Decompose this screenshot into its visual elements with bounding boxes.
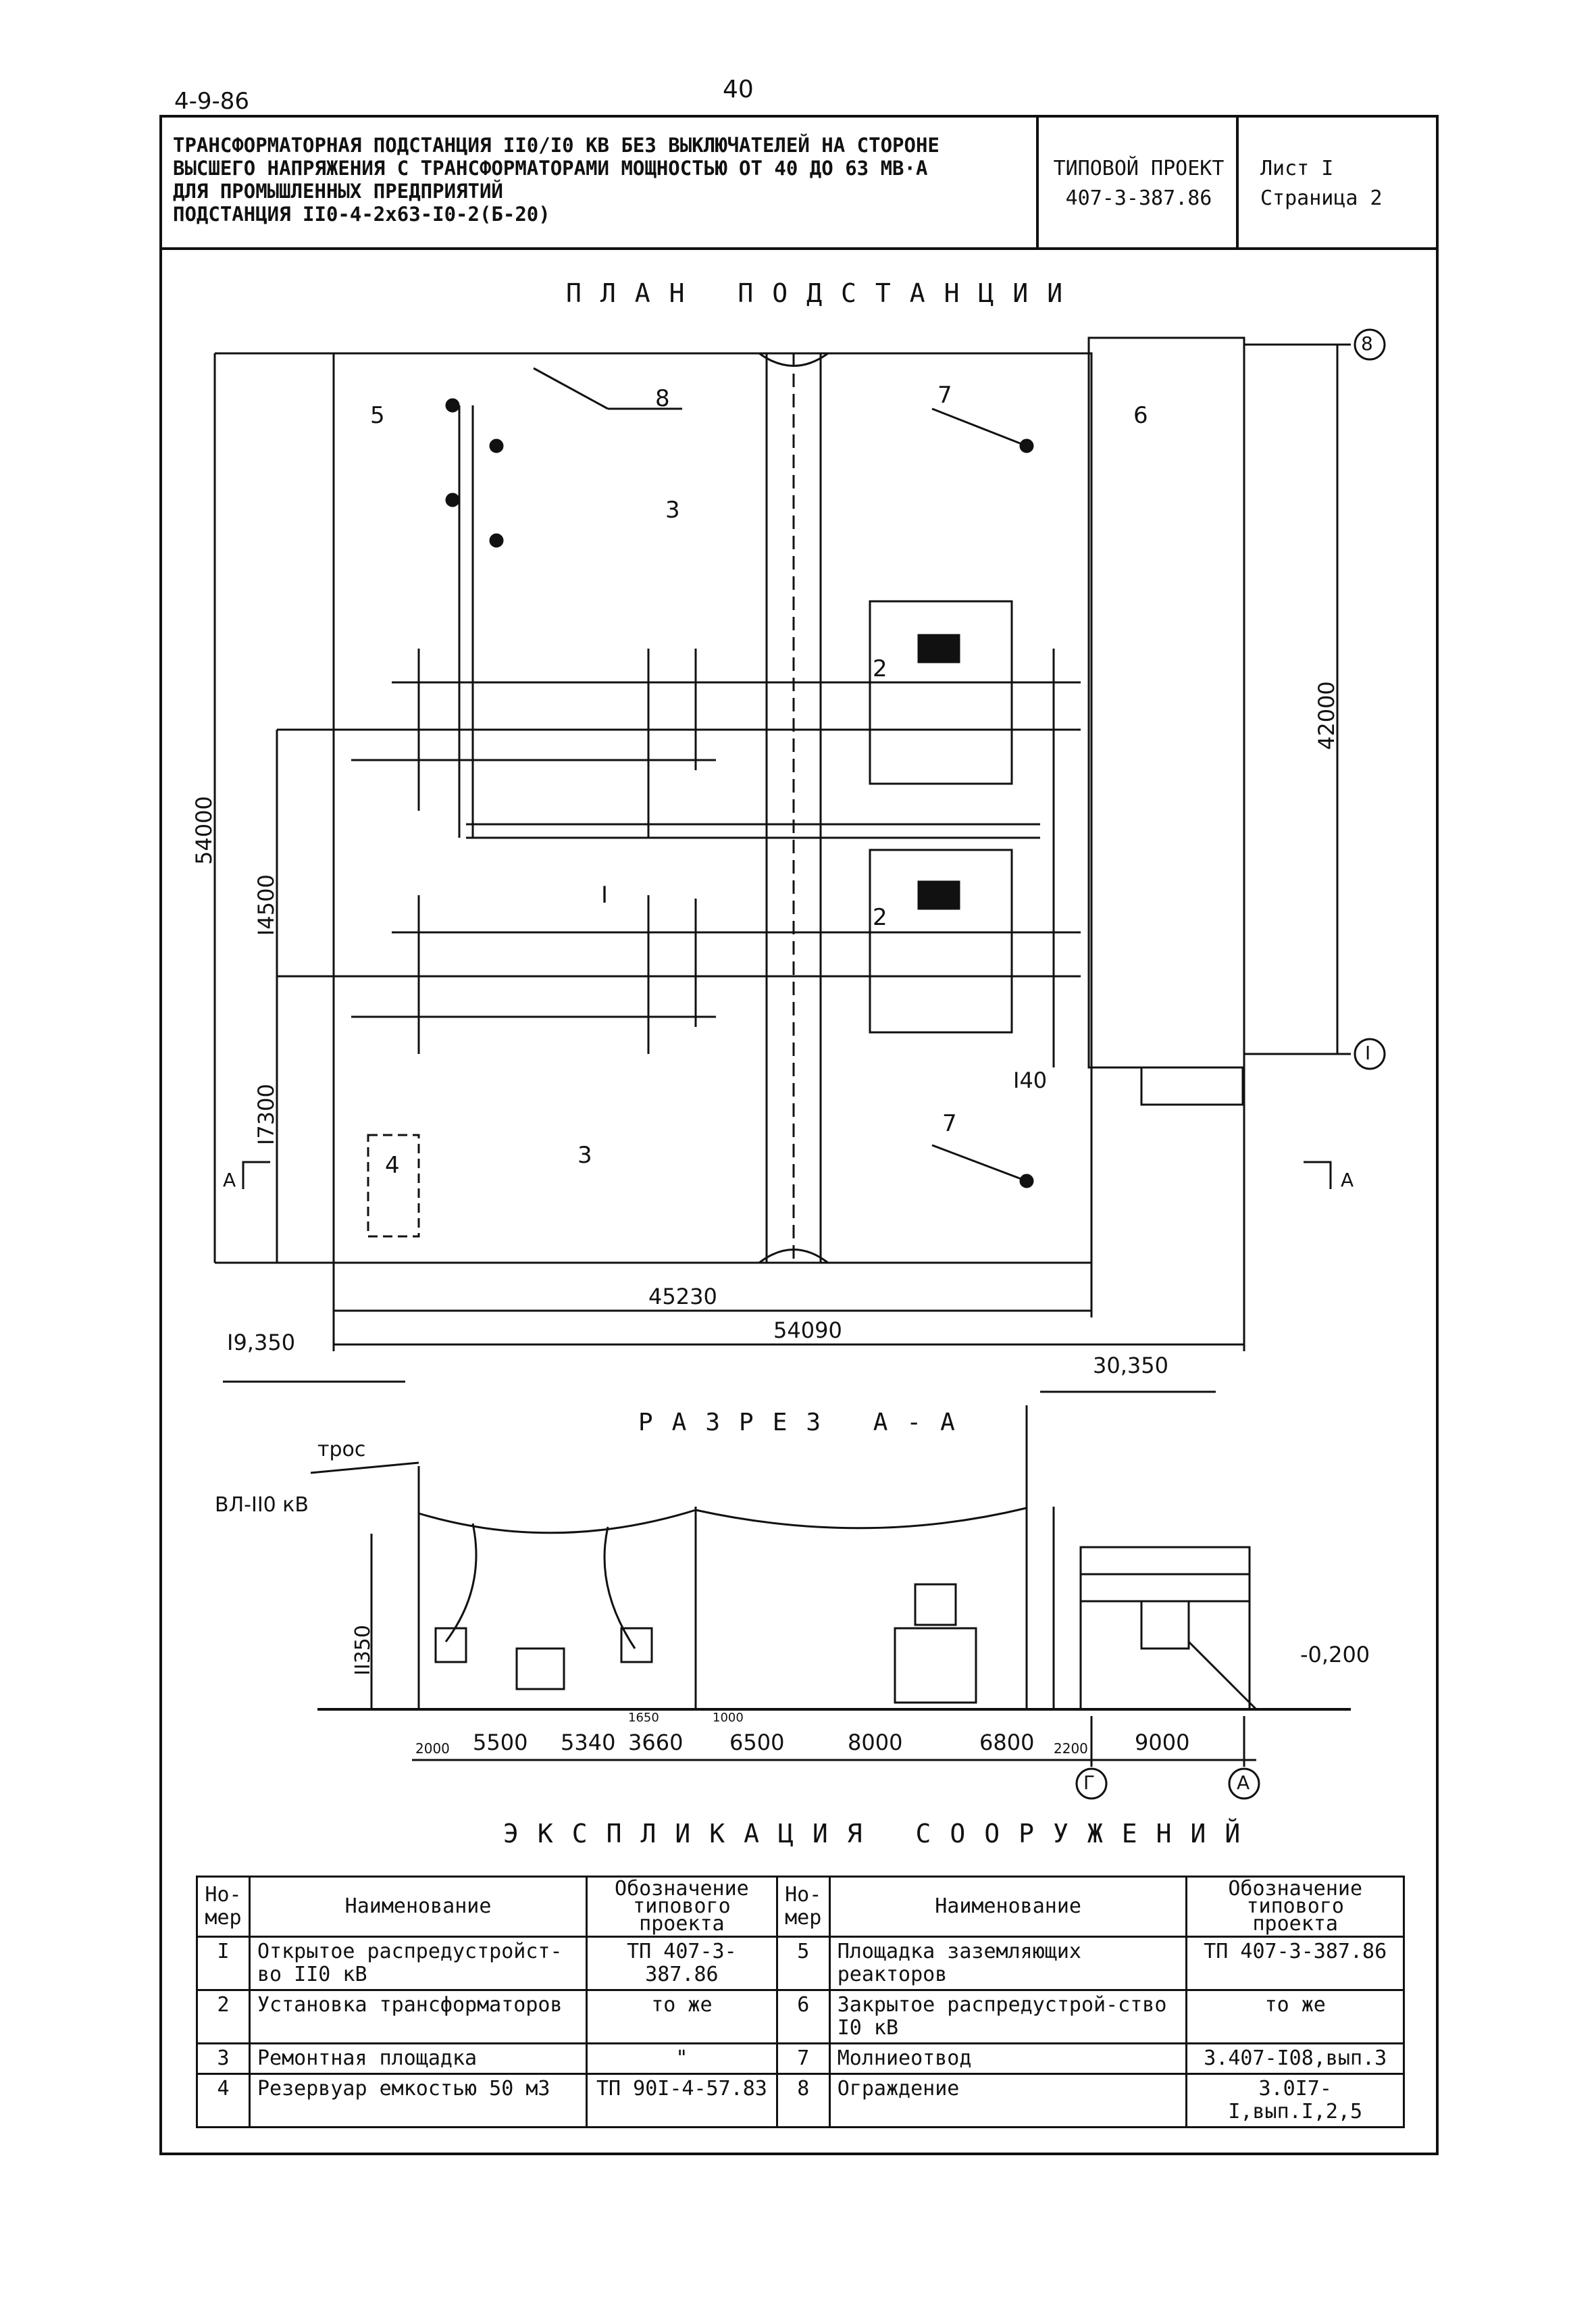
- row-num: 5: [775, 1936, 831, 1991]
- dim-140: I40: [1013, 1067, 1048, 1093]
- document-code: 4-9-86: [174, 88, 250, 115]
- row-num: I: [196, 1936, 251, 1991]
- row-num: 4: [196, 2073, 251, 2128]
- row-num: 7: [775, 2042, 831, 2075]
- axis-marker-8: 8: [1361, 332, 1373, 355]
- plan-label-6: 6: [1133, 402, 1148, 429]
- row-code: ТП 407-3-387.86: [1185, 1936, 1405, 1991]
- project-label: ТИПОВОЙ ПРОЕКТ: [1053, 157, 1225, 180]
- elevation-right: 30,350: [1093, 1353, 1168, 1378]
- row-code: 3.407-I08,вып.3: [1185, 2042, 1405, 2075]
- section-dim-4: 3660: [628, 1730, 684, 1755]
- dim-54090: 54090: [773, 1317, 842, 1343]
- row-name: Установка трансформаторов: [248, 1989, 588, 2044]
- section-dim-6: 8000: [848, 1730, 903, 1755]
- row-name: Ограждение: [828, 2073, 1188, 2128]
- title-divider: [1036, 115, 1039, 250]
- row-code: ": [586, 2042, 778, 2075]
- section-small-dim-2: 1000: [713, 1711, 744, 1725]
- row-name: Открытое распредустройст-во II0 кВ: [248, 1936, 588, 1991]
- row-num: 2: [196, 1989, 251, 2044]
- row-code: ТП 90I-4-57.83: [586, 2073, 778, 2128]
- title-line-1: ТРАНСФОРМАТОРНАЯ ПОДСТАНЦИЯ II0/I0 КВ БЕ…: [173, 134, 939, 157]
- section-dim-3: 5340: [561, 1730, 616, 1755]
- plan-label-2-bottom: 2: [873, 904, 887, 931]
- section-dim-9: 9000: [1135, 1730, 1190, 1755]
- plan-label-5: 5: [370, 402, 385, 429]
- row-code: 3.0I7-I,вып.I,2,5: [1185, 2073, 1405, 2128]
- reservoir-outline: [367, 1134, 420, 1238]
- header-name: Наименование: [828, 1876, 1188, 1938]
- dim-45230: 45230: [648, 1284, 717, 1309]
- transformer-pad: [869, 849, 1013, 1034]
- elevation-ground: -0,200: [1300, 1642, 1370, 1667]
- table-row: 4 Резервуар емкостью 50 м3 ТП 90I-4-57.8…: [196, 2073, 1405, 2128]
- axis-marker-1: I: [1365, 1042, 1371, 1064]
- section-small-dim-1: 1650: [628, 1711, 659, 1725]
- page-label: Страница 2: [1260, 186, 1383, 210]
- header-num: Но- мер: [196, 1876, 251, 1938]
- section-dim-1: 2000: [415, 1740, 450, 1757]
- transformer-pad: [869, 600, 1013, 785]
- section-dim-5: 6500: [729, 1730, 785, 1755]
- project-number: 407-3-387.86: [1065, 186, 1212, 210]
- axis-marker-a: А: [1237, 1771, 1250, 1794]
- section-dim-7: 6800: [979, 1730, 1035, 1755]
- title-line-2: ВЫСШЕГО НАПРЯЖЕНИЯ С ТРАНСФОРМАТОРАМИ МО…: [173, 157, 928, 180]
- explication-table: Но- мер Наименование Обозначение типовог…: [196, 1876, 1405, 2128]
- row-num: 3: [196, 2042, 251, 2075]
- row-name: Закрытое распредустрой-ство I0 кВ: [828, 1989, 1188, 2044]
- table-row: 2 Установка трансформаторов то же 6 Закр…: [196, 1989, 1405, 2044]
- plan-label-7-bottom: 7: [942, 1110, 957, 1137]
- row-name: Ремонтная площадка: [248, 2042, 588, 2075]
- section-heading: РАЗРЕЗ А-А: [638, 1409, 974, 1436]
- ground-wire-label: трос: [317, 1438, 366, 1461]
- elevation-left: I9,350: [227, 1330, 296, 1355]
- title-divider: [1236, 115, 1239, 250]
- plan-label-3-bottom: 3: [577, 1142, 592, 1169]
- title-line-4: ПОДСТАНЦИЯ II0-4-2х63-I0-2(Б-20): [173, 203, 550, 226]
- plan-label-8: 8: [655, 385, 670, 412]
- row-name: Молниеотвод: [828, 2042, 1188, 2075]
- fence-boundary: [332, 352, 1093, 1264]
- title-line-3: ДЛЯ ПРОМЫШЛЕННЫХ ПРЕДПРИЯТИЙ: [173, 180, 503, 203]
- plan-label-4: 4: [385, 1152, 400, 1179]
- header-num: Но- мер: [775, 1876, 831, 1938]
- plan-label-3-top: 3: [665, 497, 680, 524]
- section-dim-8: 2200: [1054, 1740, 1088, 1757]
- row-code: то же: [1185, 1989, 1405, 2044]
- plan-label-1: I: [601, 882, 609, 909]
- header-code: Обозначение типового проекта: [1185, 1876, 1405, 1938]
- title-block: ТРАНСФОРМАТОРНАЯ ПОДСТАНЦИЯ II0/I0 КВ БЕ…: [159, 115, 1439, 250]
- section-mark-left: A: [223, 1169, 236, 1191]
- table-row: I Открытое распредустройст-во II0 кВ ТП …: [196, 1936, 1405, 1991]
- plan-heading: ПЛАН ПОДСТАНЦИИ: [566, 278, 1082, 308]
- row-name: Площадка заземляющих реакторов: [828, 1936, 1188, 1991]
- header-code: Обозначение типового проекта: [586, 1876, 778, 1938]
- table-row: 3 Ремонтная площадка " 7 Молниеотвод 3.4…: [196, 2042, 1405, 2075]
- page-number: 40: [723, 76, 754, 103]
- section-dim-2: 5500: [473, 1730, 528, 1755]
- title-description: ТРАНСФОРМАТОРНАЯ ПОДСТАНЦИЯ II0/I0 КВ БЕ…: [173, 134, 1186, 226]
- header-name: Наименование: [248, 1876, 588, 1938]
- axis-marker-g: Г: [1083, 1771, 1096, 1794]
- row-num: 8: [775, 2073, 831, 2128]
- line-label: ВЛ-II0 кВ: [215, 1493, 309, 1517]
- section-mark-right: A: [1341, 1169, 1354, 1191]
- sheet-frame: [159, 115, 1439, 2155]
- row-code: то же: [586, 1989, 778, 2044]
- sheet-number: Лист I: [1260, 157, 1334, 180]
- explication-heading: ЭКСПЛИКАЦИЯ СООРУЖЕНИЙ: [503, 1819, 1260, 1848]
- row-code: ТП 407-3-387.86: [586, 1936, 778, 1991]
- plan-label-7-top: 7: [937, 382, 952, 409]
- table-header-row: Но- мер Наименование Обозначение типовог…: [196, 1876, 1405, 1938]
- row-name: Резервуар емкостью 50 м3: [248, 2073, 588, 2128]
- plan-label-2-top: 2: [873, 655, 887, 682]
- row-num: 6: [775, 1989, 831, 2044]
